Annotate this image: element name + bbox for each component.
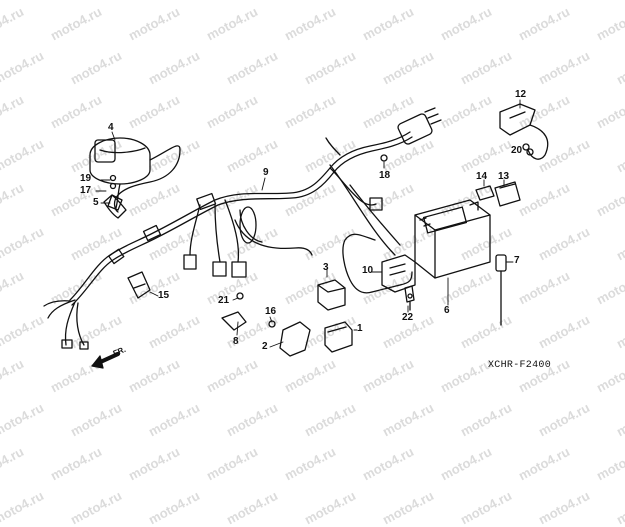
- watermark-text: moto4.ru: [458, 487, 515, 527]
- starter-relay: [381, 254, 416, 293]
- watermark-text: moto4.ru: [380, 487, 437, 527]
- callout-8: 8: [233, 336, 239, 347]
- clip-holder: [221, 311, 247, 331]
- callout-17: 17: [80, 185, 92, 196]
- callout-9: 9: [263, 167, 269, 178]
- leader-lines: [95, 99, 529, 348]
- callout-7: 7: [514, 255, 520, 266]
- callout-19: 19: [80, 173, 92, 184]
- diagram-code: XCHR-F2400: [488, 360, 552, 371]
- front-arrow-icon: [91, 352, 120, 369]
- callout-2: 2: [262, 341, 268, 352]
- regulator-block: [317, 279, 346, 311]
- watermark-text: moto4.ru: [614, 487, 625, 527]
- callout-18: 18: [379, 170, 391, 181]
- callout-4: 4: [108, 122, 114, 133]
- cdi-unit: [324, 321, 353, 353]
- bracket-assembly: [499, 103, 549, 160]
- callout-12: 12: [515, 89, 527, 100]
- bracket-cover: [279, 321, 311, 357]
- connector-holder: [127, 271, 151, 299]
- battery: [414, 199, 491, 279]
- bolts: [109, 148, 534, 328]
- callout-5: 5: [93, 197, 99, 208]
- watermark-text: moto4.ru: [0, 487, 47, 527]
- watermark-text: moto4.ru: [302, 487, 359, 527]
- battery-cables: [342, 233, 413, 294]
- callout-10: 10: [362, 265, 374, 276]
- watermark-text: moto4.ru: [68, 487, 125, 527]
- callout-6: 6: [444, 305, 450, 316]
- watermark-text: moto4.ru: [536, 487, 593, 527]
- watermark-text: moto4.ru: [224, 487, 281, 527]
- spark-plug-cap: [103, 194, 127, 219]
- parts-diagram: moto4.ru moto4.ru moto4.ru moto4.ru moto4.ru…: [0, 4, 625, 527]
- callout-14: 14: [476, 171, 488, 182]
- watermark-text: moto4.ru: [146, 487, 203, 527]
- callout-22: 22: [402, 312, 414, 323]
- wiring-drawing: [43, 99, 549, 369]
- wire-harness: [43, 107, 442, 350]
- callout-13: 13: [498, 171, 510, 182]
- callout-15: 15: [158, 290, 170, 301]
- callout-16: 16: [265, 306, 277, 317]
- sensor-probe: [495, 254, 507, 326]
- fuse-part: [404, 285, 415, 311]
- callout-1: 1: [357, 323, 363, 334]
- relay-blocks: [475, 181, 521, 207]
- callout-20: 20: [511, 145, 523, 156]
- callout-3: 3: [323, 262, 329, 273]
- callout-21: 21: [218, 295, 230, 306]
- ignition-coil: [89, 137, 181, 213]
